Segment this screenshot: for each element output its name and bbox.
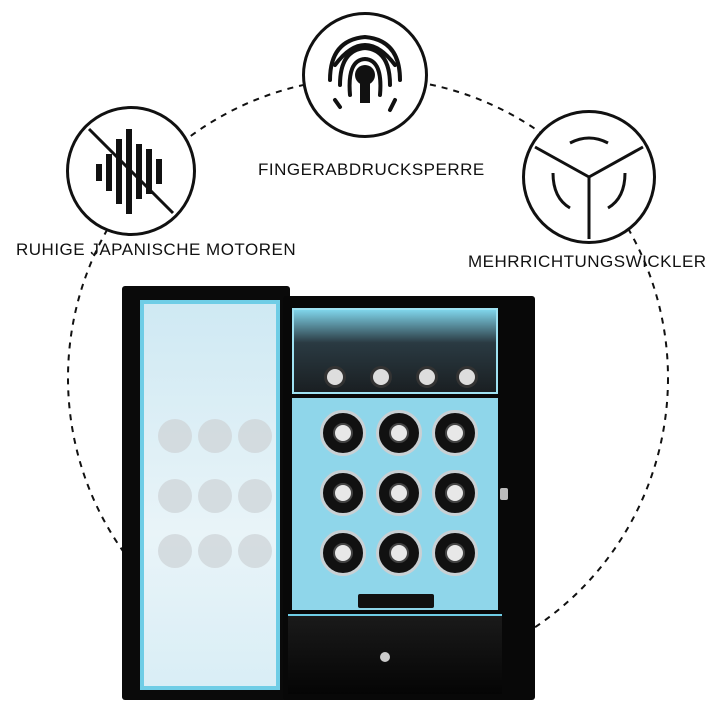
door-glass xyxy=(140,300,280,690)
feature-label-fingerprint: FINGERABDRUCKSPERRE xyxy=(258,160,485,179)
watch xyxy=(456,366,478,388)
winder-slot xyxy=(432,470,478,516)
cabinet-lock xyxy=(500,488,508,500)
control-panel[interactable] xyxy=(358,594,434,608)
no-sound-icon xyxy=(66,106,196,236)
winder-slot xyxy=(320,530,366,576)
watch xyxy=(324,366,346,388)
winder-slot xyxy=(376,470,422,516)
feature-label-motors: RUHIGE JAPANISCHE MOTOREN xyxy=(16,240,297,259)
watch xyxy=(370,366,392,388)
winder-slot xyxy=(320,410,366,456)
winder-slot xyxy=(432,410,478,456)
watch xyxy=(416,366,438,388)
winder-panel xyxy=(292,398,498,610)
winder-slot xyxy=(432,530,478,576)
winder-slot xyxy=(376,410,422,456)
multi-direction-rotation-icon xyxy=(522,110,656,244)
fingerprint-lock-icon xyxy=(302,12,428,138)
drawer-lock-icon xyxy=(380,652,390,662)
winder-slot xyxy=(376,530,422,576)
winder-slot xyxy=(320,470,366,516)
drawer[interactable] xyxy=(288,614,502,694)
feature-label-winder: MEHRRICHTUNGSWICKLER xyxy=(468,252,707,271)
